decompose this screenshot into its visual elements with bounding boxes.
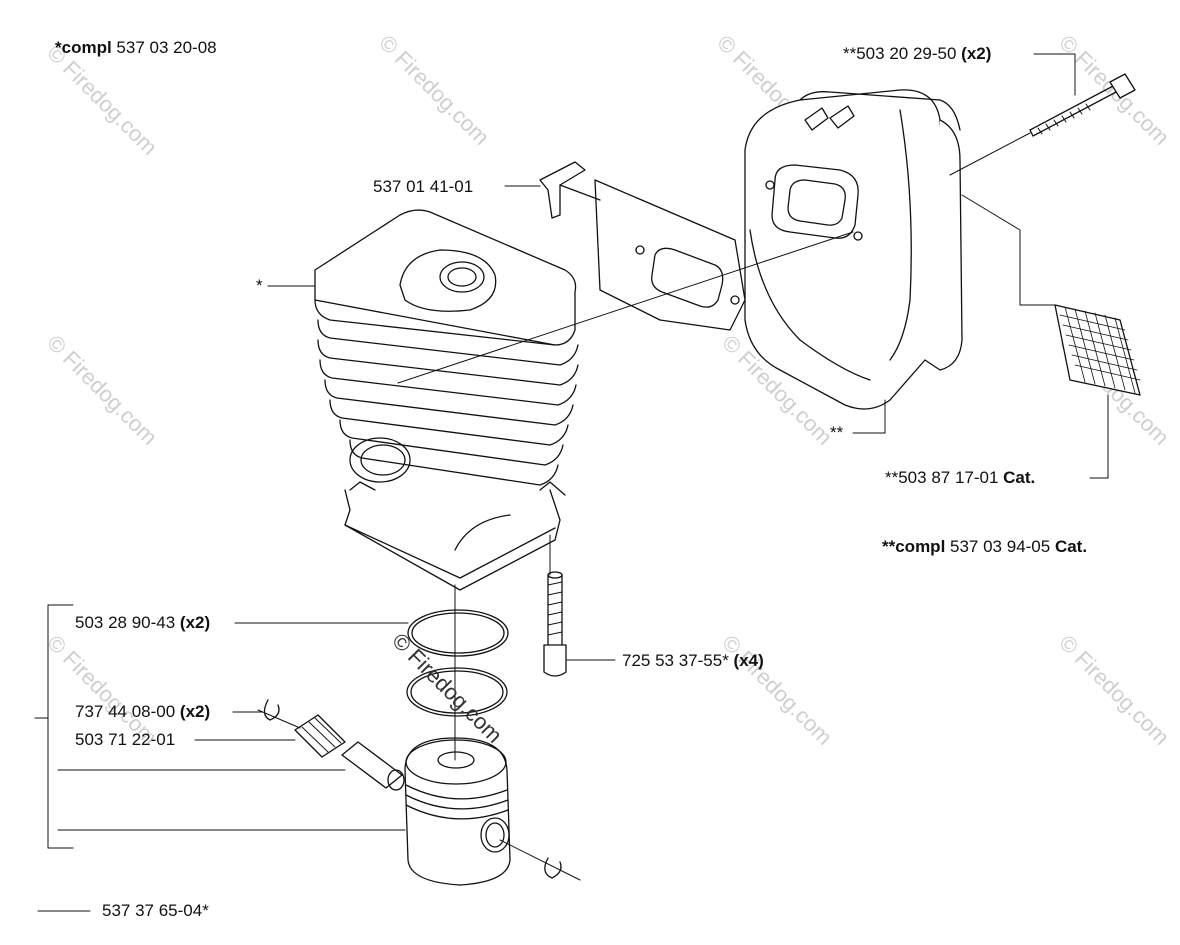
cylinder-screw-icon: [543, 571, 567, 677]
cylinder-icon: [314, 209, 579, 591]
label-bold: *compl: [55, 38, 112, 57]
label-circlip: 737 44 08-00 (x2): [75, 702, 210, 722]
label-muffler-mark: **: [830, 423, 844, 442]
label-quantity: (x2): [179, 702, 211, 721]
circlip-icon: [263, 699, 562, 879]
label-quantity: (x2): [179, 613, 211, 632]
label-piston-kit: 537 37 65-04*: [102, 901, 209, 920]
muffler-screw-icon: [949, 73, 1136, 176]
piston-icon: [404, 737, 511, 886]
label-bold: **compl: [882, 537, 946, 556]
leader-lines: [34, 53, 1109, 912]
label-part-number: 737 44 08-00: [75, 702, 180, 721]
label-part-number: 537 03 20-08: [111, 38, 217, 57]
label-cylinder-screw: 725 53 37-55* (x4): [622, 651, 764, 671]
label-muffler-screw: **503 20 29-50 (x2): [843, 44, 991, 64]
label-spark-screen: **503 87 17-01 Cat.: [885, 468, 1035, 488]
wrist-pin-icon: [341, 741, 405, 791]
label-part-number: **503 20 29-50: [843, 44, 962, 63]
label-quantity: (x2): [961, 44, 992, 63]
label-part-number: **503 87 17-01: [885, 468, 1004, 487]
label-cat: Cat.: [1003, 468, 1036, 487]
label-bracket: 537 01 41-01: [373, 177, 474, 196]
label-piston-ring: 503 28 90-43 (x2): [75, 613, 210, 633]
alignment-lines: [257, 231, 854, 881]
muffler-icon: [744, 89, 963, 410]
needle-bearing-icon: [294, 714, 346, 758]
bracket-gasket-icon: [539, 161, 746, 331]
label-needle-bearing: 503 71 22-01: [75, 730, 176, 749]
label-muffler-kit: **compl 537 03 94-05 Cat.: [882, 537, 1087, 557]
piston-ring-icon: [406, 609, 509, 717]
label-quantity: (x4): [733, 651, 764, 670]
label-cat: Cat.: [1054, 537, 1088, 556]
label-cylinder-mark: *: [256, 276, 263, 295]
spark-screen-icon: [1054, 304, 1141, 396]
label-part-number: 725 53 37-55*: [622, 651, 734, 670]
label-part-number: 503 28 90-43: [75, 613, 180, 632]
label-cylinder-kit: *compl 537 03 20-08: [55, 38, 217, 58]
label-part-number: 537 03 94-05: [945, 537, 1055, 556]
